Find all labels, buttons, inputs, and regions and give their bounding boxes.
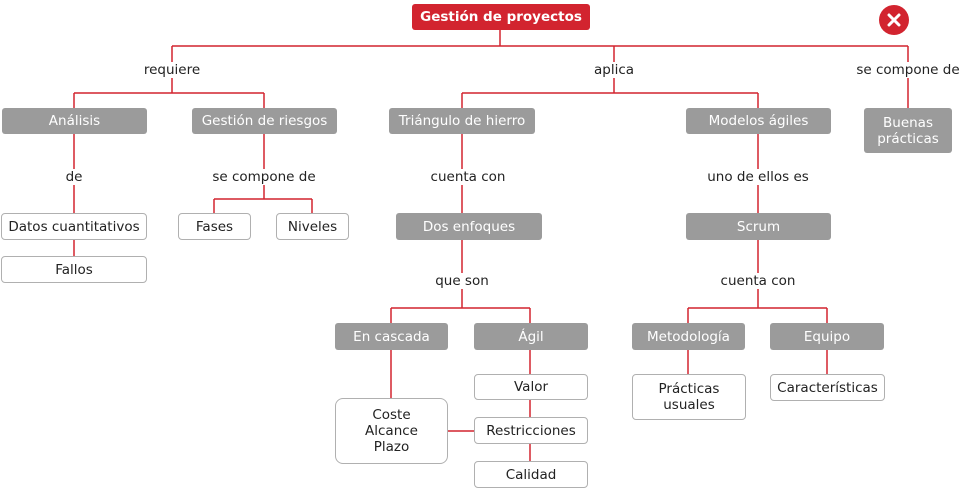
node-modelos-agiles[interactable]: Modelos ágiles bbox=[686, 108, 831, 134]
node-buenas-practicas[interactable]: Buenas prácticas bbox=[864, 108, 952, 153]
link-label-cuenta-con-scrum: cuenta con bbox=[716, 273, 800, 289]
node-scrum[interactable]: Scrum bbox=[686, 213, 831, 240]
node-datos-cuantitativos[interactable]: Datos cuantitativos bbox=[1, 213, 147, 240]
close-icon bbox=[887, 13, 901, 27]
node-en-cascada[interactable]: En cascada bbox=[335, 323, 448, 350]
node-restricciones[interactable]: Restricciones bbox=[474, 417, 588, 444]
link-label-de: de bbox=[61, 169, 87, 185]
link-label-aplica: aplica bbox=[589, 62, 639, 78]
link-label-se-compone-de: se compone de bbox=[852, 62, 960, 78]
link-label-cuenta-con: cuenta con bbox=[426, 169, 510, 185]
node-niveles[interactable]: Niveles bbox=[276, 213, 349, 240]
node-fases[interactable]: Fases bbox=[178, 213, 251, 240]
link-label-uno-de-ellos-es: uno de ellos es bbox=[703, 169, 813, 185]
root-node-gestion-de-proyectos[interactable]: Gestión de proyectos bbox=[412, 4, 590, 30]
node-metodologia[interactable]: Metodología bbox=[632, 323, 745, 350]
node-equipo[interactable]: Equipo bbox=[770, 323, 884, 350]
node-practicas-usuales[interactable]: Prácticas usuales bbox=[632, 374, 746, 420]
node-triangulo-de-hierro[interactable]: Triángulo de hierro bbox=[389, 108, 535, 134]
link-label-que-son: que son bbox=[431, 273, 493, 289]
node-agil[interactable]: Ágil bbox=[474, 323, 588, 350]
node-dos-enfoques[interactable]: Dos enfoques bbox=[396, 213, 542, 240]
node-caracteristicas[interactable]: Características bbox=[770, 374, 885, 401]
node-valor[interactable]: Valor bbox=[474, 374, 588, 400]
node-analisis[interactable]: Análisis bbox=[2, 108, 147, 134]
node-calidad[interactable]: Calidad bbox=[474, 461, 588, 488]
link-label-requiere: requiere bbox=[139, 62, 205, 78]
node-fallos[interactable]: Fallos bbox=[1, 256, 147, 283]
close-button[interactable] bbox=[879, 5, 909, 35]
node-gestion-de-riesgos[interactable]: Gestión de riesgos bbox=[192, 108, 337, 134]
link-label-se-compone-de-riesgos: se compone de bbox=[208, 169, 320, 185]
node-coste-alcance-plazo[interactable]: Coste Alcance Plazo bbox=[335, 398, 448, 464]
